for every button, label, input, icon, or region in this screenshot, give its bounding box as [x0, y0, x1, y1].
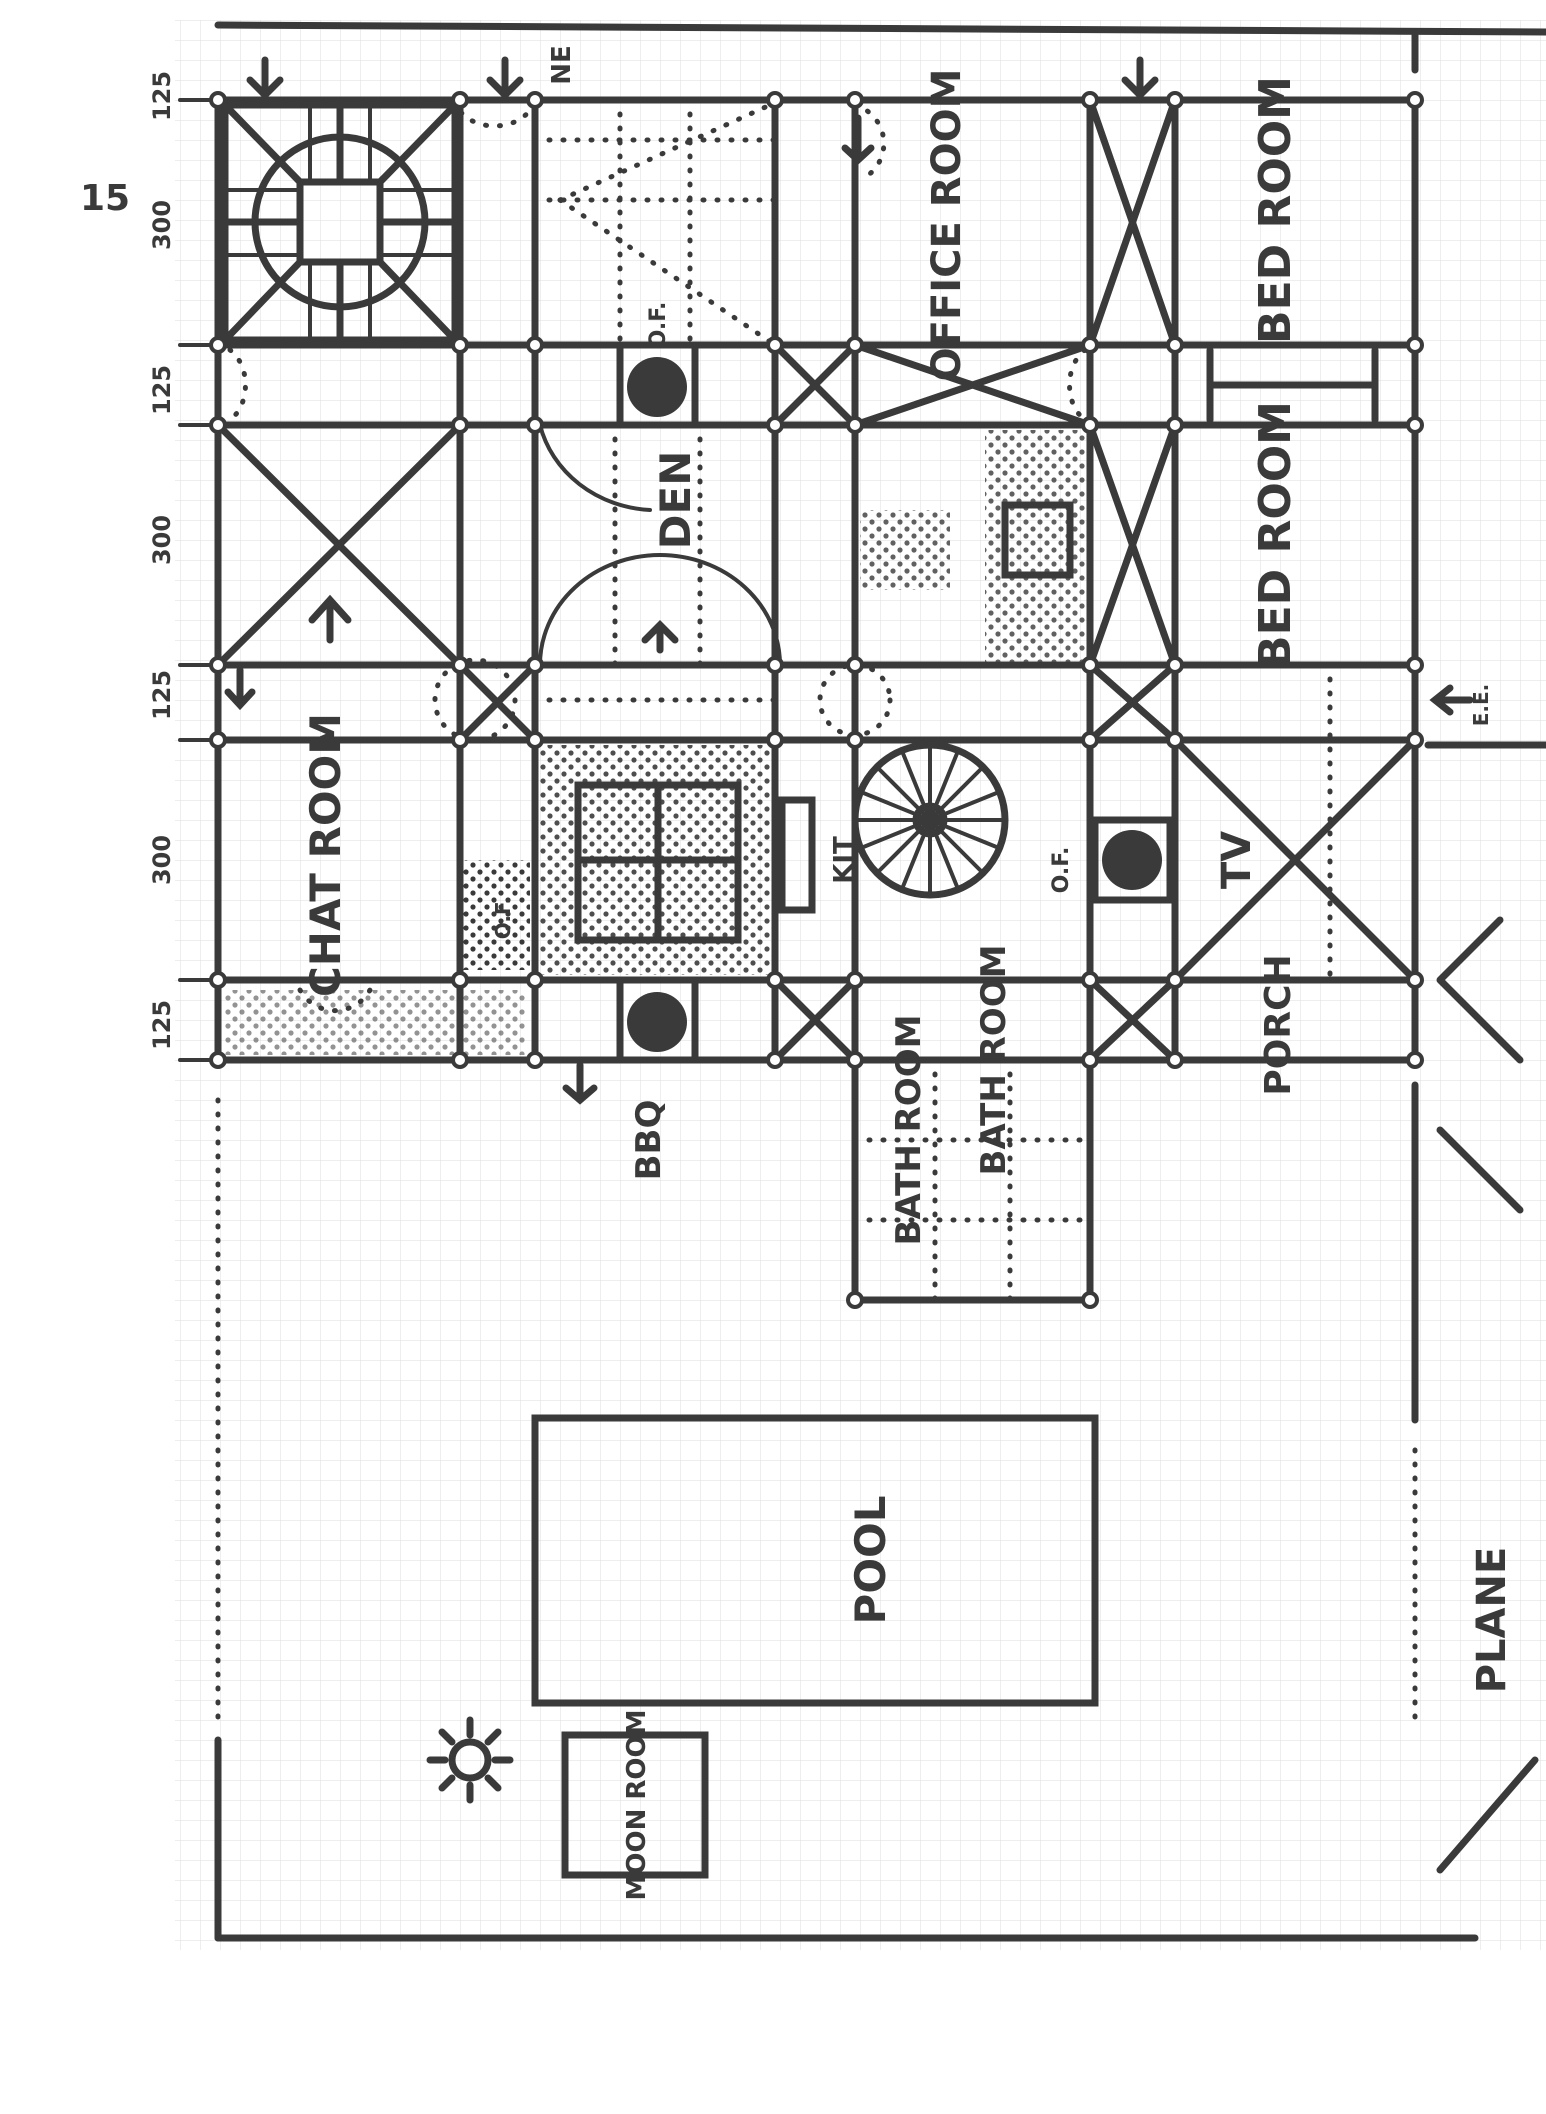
site-boundary	[214, 21, 1546, 1942]
grid-node	[846, 336, 864, 354]
kitchen-stipple	[225, 430, 1085, 1055]
grid-node	[1081, 1291, 1099, 1309]
label-tv: TV	[1214, 831, 1260, 889]
dim-label: 300	[148, 835, 176, 885]
grid-node	[766, 971, 784, 989]
label-chat-room: CHAT ROOM	[301, 713, 350, 997]
grid-node	[451, 731, 469, 749]
grid-node	[846, 1051, 864, 1069]
grid-node	[846, 731, 864, 749]
grid-node	[526, 1051, 544, 1069]
grid-node	[1081, 91, 1099, 109]
label-bedroom-mid: BED ROOM	[1250, 401, 1301, 669]
grid-node	[209, 656, 227, 674]
grid-node	[526, 731, 544, 749]
dim-label: 300	[148, 200, 176, 250]
label-bbq: BBQ	[629, 1100, 669, 1181]
spiral-stair	[851, 741, 1009, 899]
label-porch: PORCH	[1258, 954, 1299, 1095]
grid-node	[1166, 416, 1184, 434]
grid-node	[1166, 1051, 1184, 1069]
grid-node	[846, 416, 864, 434]
grid-node	[1081, 1051, 1099, 1069]
grid-node	[451, 656, 469, 674]
grid-node	[526, 91, 544, 109]
grid-node	[1406, 731, 1424, 749]
grid-node	[1166, 731, 1184, 749]
grid-node	[1081, 416, 1099, 434]
grid-node	[766, 91, 784, 109]
grid-node	[209, 1051, 227, 1069]
label-kit: KIT	[829, 836, 859, 884]
grid-node	[451, 971, 469, 989]
grid-node	[766, 416, 784, 434]
dim-label: 125	[148, 365, 176, 415]
grid-node	[1406, 656, 1424, 674]
grid-node	[526, 656, 544, 674]
grid-node	[209, 731, 227, 749]
arrows	[224, 56, 1539, 1874]
grid-node	[846, 1291, 864, 1309]
grid-node	[766, 731, 784, 749]
label-of-kitchen: O.F.	[491, 897, 515, 939]
grid-nodes	[209, 91, 1424, 1309]
top-left-stair-grid	[221, 101, 459, 344]
label-ne: NE	[547, 45, 577, 85]
grid-node	[451, 1051, 469, 1069]
sun-icon	[426, 1716, 514, 1804]
label-of-top: O.F.	[646, 302, 671, 349]
grid-node	[209, 336, 227, 354]
grid-node	[1406, 91, 1424, 109]
grid-node	[1166, 656, 1184, 674]
grid-node	[766, 1051, 784, 1069]
grid-node	[1081, 656, 1099, 674]
grid-node	[1406, 336, 1424, 354]
grid-node	[766, 336, 784, 354]
grid-node	[451, 91, 469, 109]
cross-bracing	[214, 96, 1419, 1064]
label-den: DEN	[651, 451, 700, 550]
grid-node	[1081, 971, 1099, 989]
grid-node	[1081, 731, 1099, 749]
h-mark	[1206, 346, 1379, 424]
grid-node	[451, 336, 469, 354]
grid-node	[1166, 971, 1184, 989]
label-bedroom-top: BED ROOM	[1250, 76, 1301, 344]
dim-label: 125	[148, 670, 176, 720]
grid-node	[766, 656, 784, 674]
dim-label: 125	[148, 71, 176, 121]
label-bathroom-annex: BATH ROOM	[889, 1015, 929, 1246]
label-office-room: OFFICE ROOM	[924, 69, 970, 382]
label-bath-room: BATH ROOM	[974, 945, 1014, 1176]
grid-node	[209, 971, 227, 989]
grid-node	[846, 91, 864, 109]
page-number: 15	[80, 178, 130, 219]
house-walls	[214, 96, 1419, 1879]
grid-node	[209, 416, 227, 434]
grid-node	[1166, 91, 1184, 109]
dim-label: 300	[148, 515, 176, 565]
label-south-plane: PLANE	[1469, 1547, 1515, 1694]
label-of-right: O.F.	[1049, 847, 1074, 894]
grid-node	[526, 971, 544, 989]
grid-node	[1406, 971, 1424, 989]
grid-node	[1406, 416, 1424, 434]
grid-node	[1081, 336, 1099, 354]
label-pool: POOL	[846, 1496, 895, 1625]
grid-node	[1166, 336, 1184, 354]
grid-node	[846, 971, 864, 989]
label-moon-room: MOON ROOM	[622, 1710, 652, 1901]
grid-node	[451, 416, 469, 434]
grid-node	[846, 656, 864, 674]
grid-node	[1406, 1051, 1424, 1069]
grid-node	[209, 91, 227, 109]
grid-node	[526, 336, 544, 354]
grid-node	[526, 416, 544, 434]
fireplaces	[616, 341, 1174, 1064]
dim-label: 125	[148, 1000, 176, 1050]
dimension-strip: 125 300 125 300 125 300 125	[148, 71, 222, 1062]
door-arcs	[227, 97, 1088, 1014]
label-ee: E.E.	[1469, 684, 1493, 727]
